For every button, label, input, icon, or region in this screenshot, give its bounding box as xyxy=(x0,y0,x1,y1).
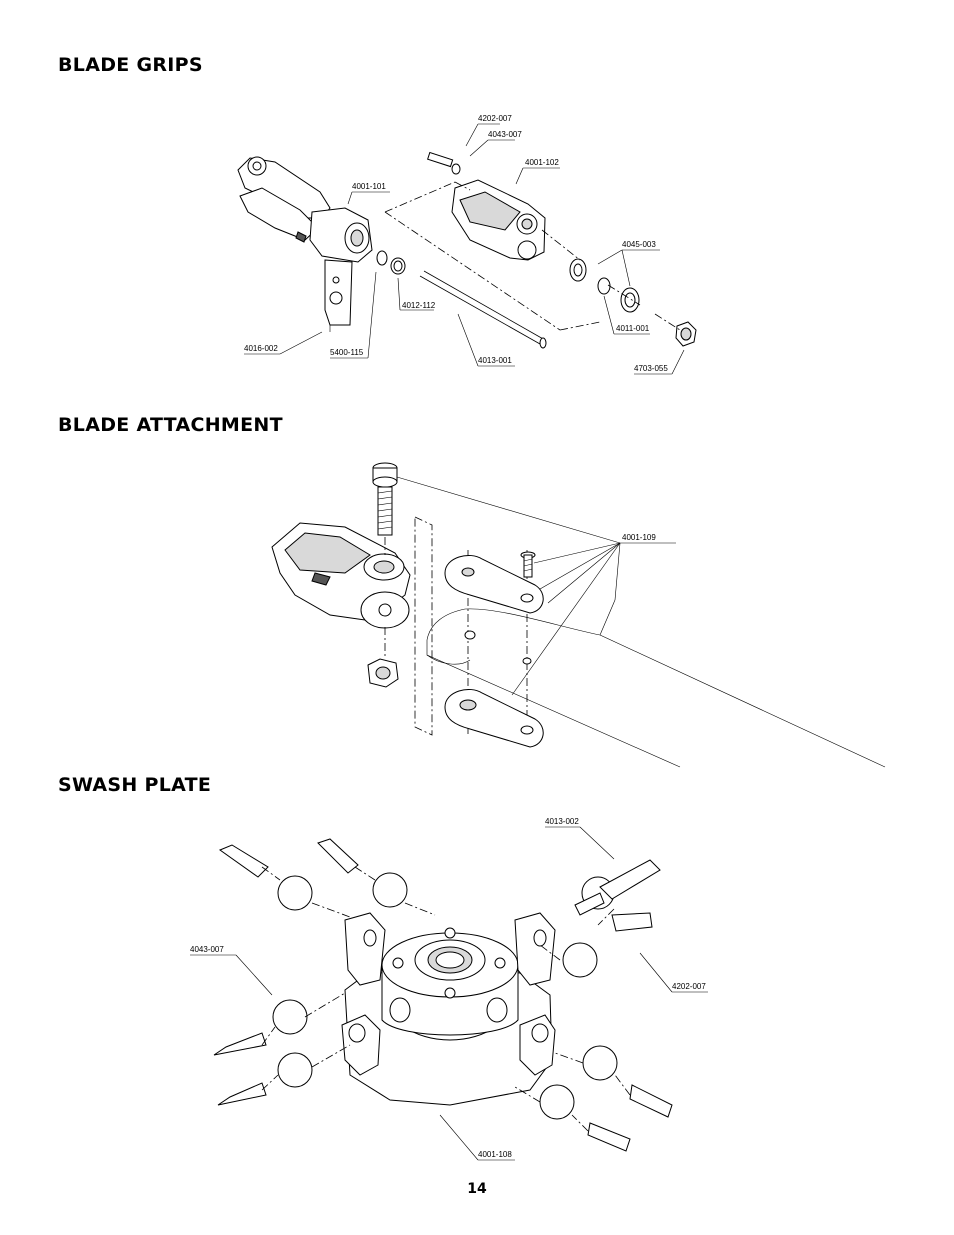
part-label: 5400-115 xyxy=(330,348,364,357)
blade-attachment-diagram: 4001-109 xyxy=(0,455,954,775)
blade-attachment-heading: BLADE ATTACHMENT xyxy=(58,414,283,436)
nut xyxy=(367,658,399,688)
bearings-and-shaft xyxy=(376,151,697,349)
part-label: 4043-007 xyxy=(190,945,224,954)
part-label: 4001-101 xyxy=(352,182,386,191)
part-label: 4013-002 xyxy=(545,817,579,826)
part-label: 4016-002 xyxy=(244,344,278,353)
blade-grip-assembly xyxy=(237,156,373,332)
blade-attachment-leaders xyxy=(396,476,676,696)
part-label: 4001-109 xyxy=(622,533,656,542)
rotor-blade xyxy=(426,599,886,768)
swash-plate-diagram: 4013-002 4043-007 4202-007 4001-108 xyxy=(0,805,954,1170)
bolt xyxy=(372,462,398,536)
blade-grips-heading: BLADE GRIPS xyxy=(58,54,203,76)
part-label: 4001-102 xyxy=(525,158,559,167)
part-label: 4013-001 xyxy=(478,356,512,365)
blade-grips-leaders xyxy=(244,123,685,375)
screws xyxy=(213,838,673,1152)
swash-plate-body xyxy=(341,912,556,1106)
part-label: 4703-055 xyxy=(634,364,668,373)
blade-grip xyxy=(271,522,411,629)
part-label: 4045-003 xyxy=(622,240,656,249)
part-label: 4011-001 xyxy=(616,324,650,333)
blade-link-upper xyxy=(444,555,544,614)
page-number: 14 xyxy=(467,1181,487,1197)
blade-link-lower xyxy=(444,689,544,748)
part-label: 4202-007 xyxy=(478,114,512,123)
part-label: 4202-007 xyxy=(672,982,706,991)
blade-grips-diagram: 4202-007 4043-007 4001-102 4001-101 4045… xyxy=(0,100,954,390)
swash-plate-leaders xyxy=(190,826,708,1161)
small-screw xyxy=(520,551,536,578)
part-label: 4001-108 xyxy=(478,1150,512,1159)
part-label: 4043-007 xyxy=(488,130,522,139)
part-label: 4012-112 xyxy=(402,301,436,310)
control-rod xyxy=(574,859,661,916)
swash-plate-heading: SWASH PLATE xyxy=(58,774,212,796)
blade-grip-half xyxy=(451,179,546,261)
